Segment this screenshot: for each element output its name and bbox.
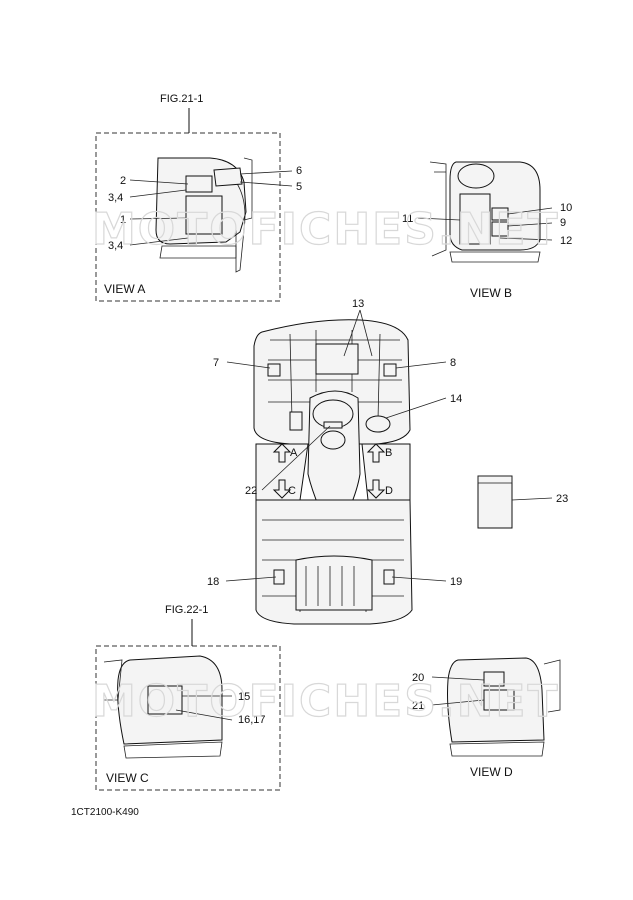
- callout-11: 11: [402, 213, 413, 225]
- arrow-letter-c: C: [288, 485, 296, 497]
- arrow-letter-b: B: [385, 447, 392, 459]
- callout-2: 2: [120, 175, 126, 187]
- view-a-label: VIEW A: [104, 282, 145, 296]
- label-2-plate: [185, 175, 213, 193]
- fuel-cap: [365, 415, 391, 433]
- view-b-label: VIEW B: [470, 286, 512, 300]
- atv-top-view: A B C D 7 8 13 14 22 18 19: [207, 298, 462, 625]
- view-arrow-d: D: [366, 479, 393, 499]
- label-22-plate: [323, 421, 343, 429]
- callout-16-17: 16,17: [238, 714, 266, 726]
- label-5-6-plate: [213, 167, 243, 187]
- callout-18: 18: [207, 576, 219, 588]
- label-20-plate: [483, 671, 505, 687]
- callout-20: 20: [412, 672, 424, 684]
- callout-3-4-b: 3,4: [108, 240, 123, 252]
- fig-ref-bottom: FIG.22-1: [165, 604, 208, 616]
- label-8-plate: [383, 363, 397, 377]
- watermark-bottom: MOTOFICHES.NET: [92, 676, 560, 727]
- callout-14: 14: [450, 393, 462, 405]
- callout-12: 12: [560, 235, 572, 247]
- callout-15: 15: [238, 691, 250, 703]
- label-9-plate: [491, 221, 509, 237]
- view-a-panel: FIG.21-1 2 3,4 1 3,4 6 5 VIEW A: [95, 93, 302, 302]
- fig-ref-top: FIG.21-1: [160, 93, 203, 105]
- arrow-letter-a: A: [290, 447, 298, 459]
- callout-7: 7: [213, 357, 219, 369]
- callout-3-4-a: 3,4: [108, 192, 123, 204]
- view-c-panel: FIG.22-1 15 16,17 VIEW C: [95, 604, 281, 791]
- label-11-plate: [459, 193, 491, 245]
- label-1-plate: [185, 195, 223, 235]
- callout-23: 23: [556, 493, 568, 505]
- callout-8: 8: [450, 357, 456, 369]
- view-arrow-b: B: [366, 443, 392, 463]
- arrow-letter-d: D: [385, 485, 393, 497]
- callout-1: 1: [120, 214, 126, 226]
- callout-22: 22: [245, 485, 257, 497]
- callout-19: 19: [450, 576, 462, 588]
- callout-13: 13: [352, 298, 364, 310]
- view-d-panel: 20 21 VIEW D: [412, 657, 561, 779]
- view-arrow-c: C: [272, 479, 296, 499]
- view-c-label: VIEW C: [106, 771, 149, 785]
- view-arrow-a: A: [272, 443, 298, 463]
- drawing-code: 1CT2100-K490: [71, 807, 139, 818]
- watermark-top: MOTOFICHES.NET: [92, 204, 560, 255]
- label-7-plate: [267, 363, 281, 377]
- callout-6: 6: [296, 165, 302, 177]
- view-d-label: VIEW D: [470, 765, 513, 779]
- callout-9: 9: [560, 217, 566, 229]
- part-23: 23: [477, 475, 568, 529]
- label-15-16-17-plate: [147, 685, 183, 715]
- view-b-panel: 11 10 9 12 VIEW B: [402, 161, 572, 300]
- callout-21: 21: [412, 700, 424, 712]
- callout-10: 10: [560, 202, 572, 214]
- label-23-plate: [477, 475, 513, 529]
- callout-5: 5: [296, 181, 302, 193]
